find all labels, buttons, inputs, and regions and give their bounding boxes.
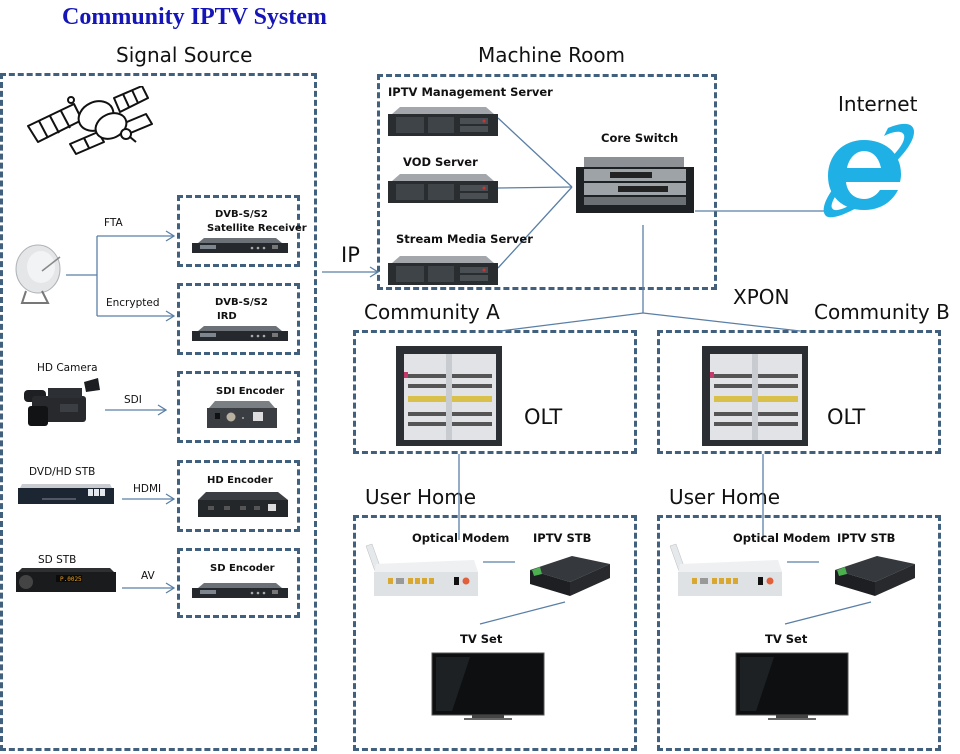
optical-modem-a-icon	[365, 543, 478, 596]
sdi-encoder-box	[177, 371, 300, 443]
machine-room-heading: Machine Room	[478, 43, 626, 67]
iptv-stb-a-label: IPTV STB	[533, 531, 592, 545]
xpon-label: XPON	[733, 285, 790, 309]
stream-to-switch-line	[497, 186, 573, 269]
ip-label: IP	[341, 243, 360, 267]
user-home-b-heading: User Home	[669, 485, 781, 509]
optical-modem-b-label: Optical Modem	[733, 531, 831, 545]
xpon-to-b-line	[642, 312, 801, 332]
stream-media-server-label: Stream Media Server	[396, 232, 533, 246]
satellite-dish-icon	[15, 244, 61, 304]
olt-b-icon	[702, 346, 808, 446]
optical-modem-b-icon	[669, 543, 782, 596]
sd-stb-label: SD STB	[38, 554, 77, 566]
hdmi-arrowhead	[165, 493, 176, 505]
sd-encoder-device-icon	[192, 583, 288, 598]
sat-receiver-subtitle: Satellite Receiver	[207, 223, 307, 234]
sd-encoder-box	[177, 548, 300, 618]
community-b-heading: Community B	[814, 300, 950, 324]
dvd-player-icon	[18, 484, 114, 504]
ird-box	[177, 283, 300, 355]
hdmi-label: HDMI	[133, 483, 162, 495]
sdi-encoder-device-icon	[207, 401, 277, 428]
signal-source-heading: Signal Source	[116, 43, 253, 67]
olt-b-label: OLT	[827, 405, 866, 429]
sat-receiver-box	[177, 195, 300, 267]
olt-a-icon	[396, 346, 502, 446]
hd-encoder-label: HD Encoder	[207, 475, 273, 486]
community-a-group	[353, 330, 637, 454]
signal-source-group	[0, 73, 317, 751]
iptv-stb-a-icon	[530, 556, 610, 596]
machine-room-group	[377, 74, 717, 290]
internet-heading: Internet	[838, 92, 918, 116]
xpon-to-a-line	[499, 312, 644, 332]
av-arrowhead	[165, 582, 176, 594]
ip-arrowhead	[369, 266, 380, 278]
user-home-a-group	[353, 515, 637, 751]
core-switch-icon	[576, 157, 694, 213]
ird-subtitle: IRD	[217, 311, 237, 322]
vod-to-switch-line	[497, 186, 573, 189]
vod-server-label: VOD Server	[403, 155, 478, 169]
satellite-icon	[27, 86, 153, 155]
iptv-management-server-label: IPTV Management Server	[388, 85, 553, 99]
av-label: AV	[141, 570, 155, 582]
stb-b-to-tv-line	[784, 601, 872, 625]
iptv-stb-b-label: IPTV STB	[837, 531, 896, 545]
tv-set-a-label: TV Set	[460, 632, 503, 646]
core-switch-label: Core Switch	[601, 131, 679, 145]
stb-a-to-tv-line	[479, 601, 566, 625]
community-a-heading: Community A	[364, 300, 500, 324]
dvd-hd-stb-label: DVD/HD STB	[29, 466, 96, 478]
tv-set-a-icon	[431, 652, 545, 720]
sd-encoder-label: SD Encoder	[210, 563, 275, 574]
user-home-a-heading: User Home	[365, 485, 477, 509]
optical-modem-a-label: Optical Modem	[412, 531, 510, 545]
ird-device-icon	[192, 326, 288, 341]
hd-camera-icon	[24, 378, 100, 426]
svg-text:P.0025: P.0025	[60, 576, 82, 583]
sdi-arrowhead	[157, 404, 168, 416]
vod-server-icon	[388, 174, 498, 203]
sdi-encoder-label: SDI Encoder	[216, 386, 285, 397]
fta-arrowhead	[165, 230, 176, 242]
sat-receiver-title: DVB-S/S2	[215, 209, 268, 220]
stream-media-server-icon	[388, 256, 498, 285]
encrypted-label: Encrypted	[106, 297, 160, 309]
sdi-label: SDI	[124, 394, 142, 406]
internet-explorer-icon	[823, 123, 914, 218]
hd-encoder-box	[177, 460, 300, 532]
user-home-b-group	[657, 515, 941, 751]
iptv-management-server-icon	[388, 107, 498, 136]
sat-receiver-device-icon	[192, 238, 288, 253]
hd-encoder-device-icon	[198, 492, 288, 517]
olt-a-label: OLT	[524, 405, 563, 429]
tv-set-b-icon	[735, 652, 849, 720]
ird-title: DVB-S/S2	[215, 297, 268, 308]
iptv-stb-b-icon	[835, 556, 915, 596]
hd-camera-label: HD Camera	[37, 362, 98, 374]
mgmt-to-switch-line	[497, 117, 573, 188]
fta-label: FTA	[104, 217, 123, 229]
tv-set-b-label: TV Set	[765, 632, 808, 646]
encrypted-arrowhead	[165, 310, 176, 322]
sd-stb-icon: P.0025	[16, 568, 116, 592]
diagram-title: Community IPTV System	[62, 4, 327, 30]
